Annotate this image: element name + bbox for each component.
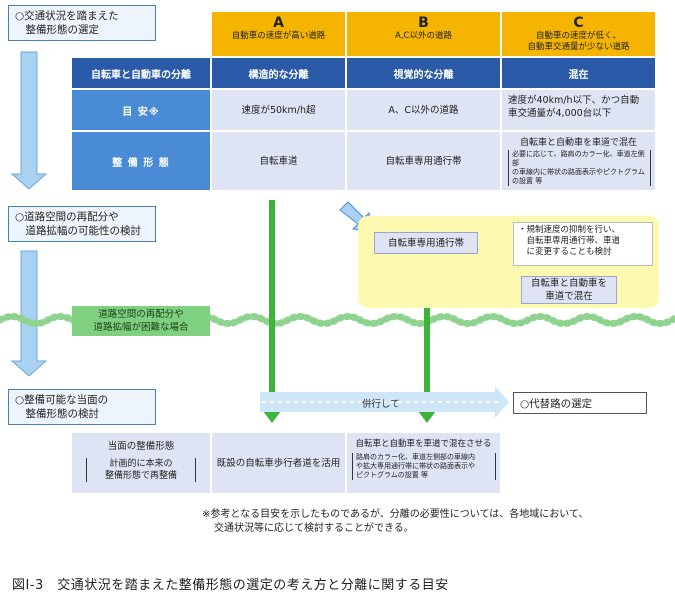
alt-route-box: ○代替路の選定 xyxy=(513,392,647,414)
review-note: ・規制速度の抑制を行い、 自転車専用通行帯、車道 に変更することも検討 xyxy=(513,222,653,266)
guideline-a: 速度が50km/h超 xyxy=(212,90,345,130)
interim-form: 当面の整備形態 計画的に本来の 整備形態で再整備 xyxy=(72,433,210,493)
lane-box: 自転車専用通行帯 xyxy=(374,232,478,254)
separation-c: 混在 xyxy=(502,58,655,88)
row-label-form: 整 備 形 態 xyxy=(72,132,210,190)
form-a: 自転車道 xyxy=(212,132,345,190)
column-c-header: C 自動車の速度が低く、 自動車交通量が少ない道路 xyxy=(502,12,655,56)
difficult-case-box: 道路空間の再配分や 道路拡幅が困難な場合 xyxy=(72,306,210,336)
guideline-c: 速度が40km/h以下、かつ自動 車交通量が4,000台以下 xyxy=(502,90,655,130)
parallel-arrow xyxy=(260,386,509,418)
interim-mix: 自転車と自動車を車道で混在させる 路肩のカラー化、車道左側部の車線内 や拡大専用… xyxy=(347,433,500,493)
figure-caption: 図Ⅰ-3 交通状況を踏まえた整備形態の選定の考え方と分離に関する目安 xyxy=(12,578,449,593)
form-c: 自転車と自動車を車道で混在 必要に応じて、路肩のカラー化、車道左側部 の車線内に… xyxy=(502,132,655,190)
interim-existing: 既設の自転車歩行者道を活用 xyxy=(212,433,345,493)
green-arrow-b xyxy=(424,258,430,413)
parallel-label: 併行して xyxy=(362,399,400,410)
separation-b: 視覚的な分離 xyxy=(347,58,500,88)
column-a-header: A 自動車の速度が高い道路 xyxy=(212,12,345,56)
separation-a: 構造的な分離 xyxy=(212,58,345,88)
footnote: ※参考となる目安を示したものであるが、分離の必要性については、各地域において、 … xyxy=(202,509,589,534)
interim-plan-note: 計画的に本来の 整備形態で再整備 xyxy=(86,458,196,482)
step-3-box: ○整備可能な当面の 整備形態の検討 xyxy=(8,389,156,425)
green-arrow-a xyxy=(269,200,275,413)
mix-box: 自転車と自動車を 車道で混在 xyxy=(521,276,617,304)
down-arrow-2 xyxy=(10,250,48,377)
interim-mix-note: 路肩のカラー化、車道左側部の車線内 や拡大専用通行帯に帯状の路面表示や ピクトグ… xyxy=(352,453,496,480)
step-2-box: ○道路空間の再配分や 道路拡幅の可能性の検討 xyxy=(8,206,156,242)
step-1-box: ○交通状況を踏まえた 整備形態の選定 xyxy=(8,5,156,41)
form-b: 自転車専用通行帯 xyxy=(347,132,500,190)
form-c-note: 必要に応じて、路肩のカラー化、車道左側部 の車線内に帯状の路面表示やピクトグラム… xyxy=(508,150,651,186)
row-label-separation: 自転車と自動車の分離 xyxy=(72,58,210,88)
row-label-guideline: 目 安※ xyxy=(72,90,210,130)
guideline-b: A、C以外の道路 xyxy=(347,90,500,130)
column-b-header: B A,C以外の道路 xyxy=(347,12,500,56)
down-arrow-1 xyxy=(10,51,48,190)
